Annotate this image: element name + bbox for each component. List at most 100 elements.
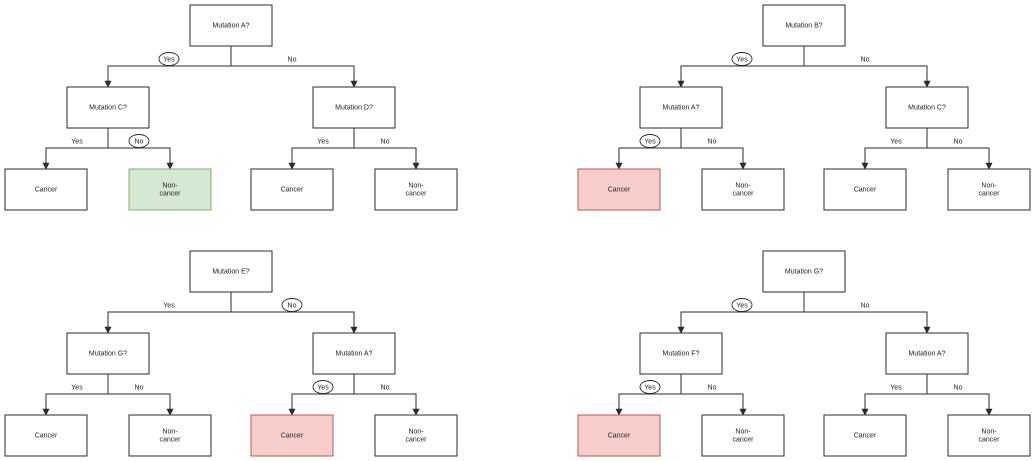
branch-label: No xyxy=(708,138,717,145)
branch-no-label: No xyxy=(381,138,390,145)
node-label: Cancer xyxy=(608,432,631,439)
branch-no-label: No xyxy=(288,56,297,63)
branch-no-label: No xyxy=(861,302,870,309)
branch-arrow xyxy=(231,65,358,88)
node-label: Cancer xyxy=(281,432,304,439)
tree-3-right-yes-leaf-box xyxy=(250,414,334,457)
branch-label: No xyxy=(861,56,870,63)
branch-arrow xyxy=(42,128,109,170)
branch-label: Yes xyxy=(317,138,329,145)
tree-2-right-yes-leaf: Cancer xyxy=(823,168,907,211)
branch-yes-label: Yes xyxy=(158,52,180,66)
branch-arrow xyxy=(42,374,109,416)
branch-label: No xyxy=(381,138,390,145)
tree-4-right-yes-leaf: Cancer xyxy=(823,414,907,457)
branch-arrow xyxy=(927,393,993,416)
branch-arrow xyxy=(104,46,232,88)
tree-2-left-yes-leaf-box xyxy=(577,168,661,211)
tree-1-right-yes-leaf-box xyxy=(250,168,334,211)
branch-arrow xyxy=(108,147,174,170)
branch-arrow xyxy=(804,311,931,334)
tree-3-right-question-box xyxy=(312,332,396,375)
node-label: Mutation A? xyxy=(213,22,250,29)
branch-no-label: No xyxy=(381,384,390,391)
tree-3-left-question-box xyxy=(66,332,150,375)
tree-4-left-question-box xyxy=(639,332,723,375)
node-label: Mutation A? xyxy=(336,350,373,357)
branch-label: Yes xyxy=(890,384,902,391)
tree-1-left-yes-leaf-box xyxy=(4,168,88,211)
tree-3-left-yes-leaf: Cancer xyxy=(4,414,88,457)
branch-label: Yes xyxy=(736,302,748,309)
tree-3-left-question: Mutation G? xyxy=(66,332,150,375)
branch-arrow xyxy=(677,46,805,88)
node-label: Non-cancer xyxy=(159,182,181,197)
selected-branch-circle xyxy=(731,52,753,66)
branch-yes-label: Yes xyxy=(71,384,83,391)
branch-no-label: No xyxy=(861,56,870,63)
node-label: Non-cancer xyxy=(405,428,427,443)
tree-1-root-box xyxy=(189,4,273,47)
branch-arrow xyxy=(354,393,420,416)
node-label: Cancer xyxy=(854,186,877,193)
node-label: Non-cancer xyxy=(732,182,754,197)
branch-label: No xyxy=(861,302,870,309)
tree-4-left-question: Mutation F? xyxy=(639,332,723,375)
tree-4-left-yes-leaf: Cancer xyxy=(577,414,661,457)
tree-4-right-question: Mutation A? xyxy=(885,332,969,375)
branch-label: Yes xyxy=(163,56,175,63)
selected-branch-circle xyxy=(639,380,661,394)
node-label: Mutation C? xyxy=(89,104,127,111)
branch-arrow xyxy=(108,393,174,416)
node-label: Non-cancer xyxy=(978,428,1000,443)
node-label: Mutation E? xyxy=(212,268,249,275)
branch-label: Yes xyxy=(71,384,83,391)
node-label: Cancer xyxy=(854,432,877,439)
branch-yes-label: Yes xyxy=(890,384,902,391)
tree-2-right-no-leaf: Non-cancer xyxy=(947,168,1031,211)
selected-branch-circle xyxy=(158,52,180,66)
branch-arrow xyxy=(861,374,928,416)
branch-label: Yes xyxy=(163,302,175,309)
node-label: Non-cancer xyxy=(978,182,1000,197)
branch-arrow xyxy=(615,128,682,170)
branch-arrow xyxy=(354,147,420,170)
node-label: Cancer xyxy=(35,186,58,193)
tree-3-left-yes-leaf-box xyxy=(4,414,88,457)
tree-3-left-no-leaf-box xyxy=(128,414,212,457)
tree-1-right-question-box xyxy=(312,86,396,129)
branch-yes-label: Yes xyxy=(163,302,175,309)
node-label: Mutation F? xyxy=(663,350,700,357)
tree-2-left-yes-leaf: Cancer xyxy=(577,168,661,211)
branch-no-label: No xyxy=(281,298,303,312)
node-label: Mutation D? xyxy=(335,104,373,111)
node-label: Mutation A? xyxy=(909,350,946,357)
tree-1-left-no-leaf-box xyxy=(128,168,212,211)
selected-branch-circle xyxy=(128,134,150,148)
selected-branch-circle xyxy=(312,380,334,394)
branch-yes-label: Yes xyxy=(639,134,661,148)
node-label: Mutation G? xyxy=(89,350,127,357)
tree-4-right-no-leaf: Non-cancer xyxy=(947,414,1031,457)
branch-label: No xyxy=(288,56,297,63)
branch-no-label: No xyxy=(954,138,963,145)
tree-1-left-no-leaf: Non-cancer xyxy=(128,168,212,211)
branch-arrow xyxy=(288,128,355,170)
tree-2-right-yes-leaf-box xyxy=(823,168,907,211)
selected-branch-circle xyxy=(731,298,753,312)
branch-label: No xyxy=(954,384,963,391)
tree-1-right-question: Mutation D? xyxy=(312,86,396,129)
branch-arrow xyxy=(615,374,682,416)
tree-3-root-box xyxy=(189,250,273,293)
node-label: Cancer xyxy=(281,186,304,193)
tree-2-root-box xyxy=(762,4,846,47)
branch-yes-label: Yes xyxy=(639,380,661,394)
branch-arrow xyxy=(104,292,232,334)
branch-no-label: No xyxy=(708,138,717,145)
branch-no-label: No xyxy=(128,134,150,148)
node-label: Non-cancer xyxy=(405,182,427,197)
tree-1-left-question: Mutation C? xyxy=(66,86,150,129)
node-label: Cancer xyxy=(608,186,631,193)
branch-arrow xyxy=(861,128,928,170)
